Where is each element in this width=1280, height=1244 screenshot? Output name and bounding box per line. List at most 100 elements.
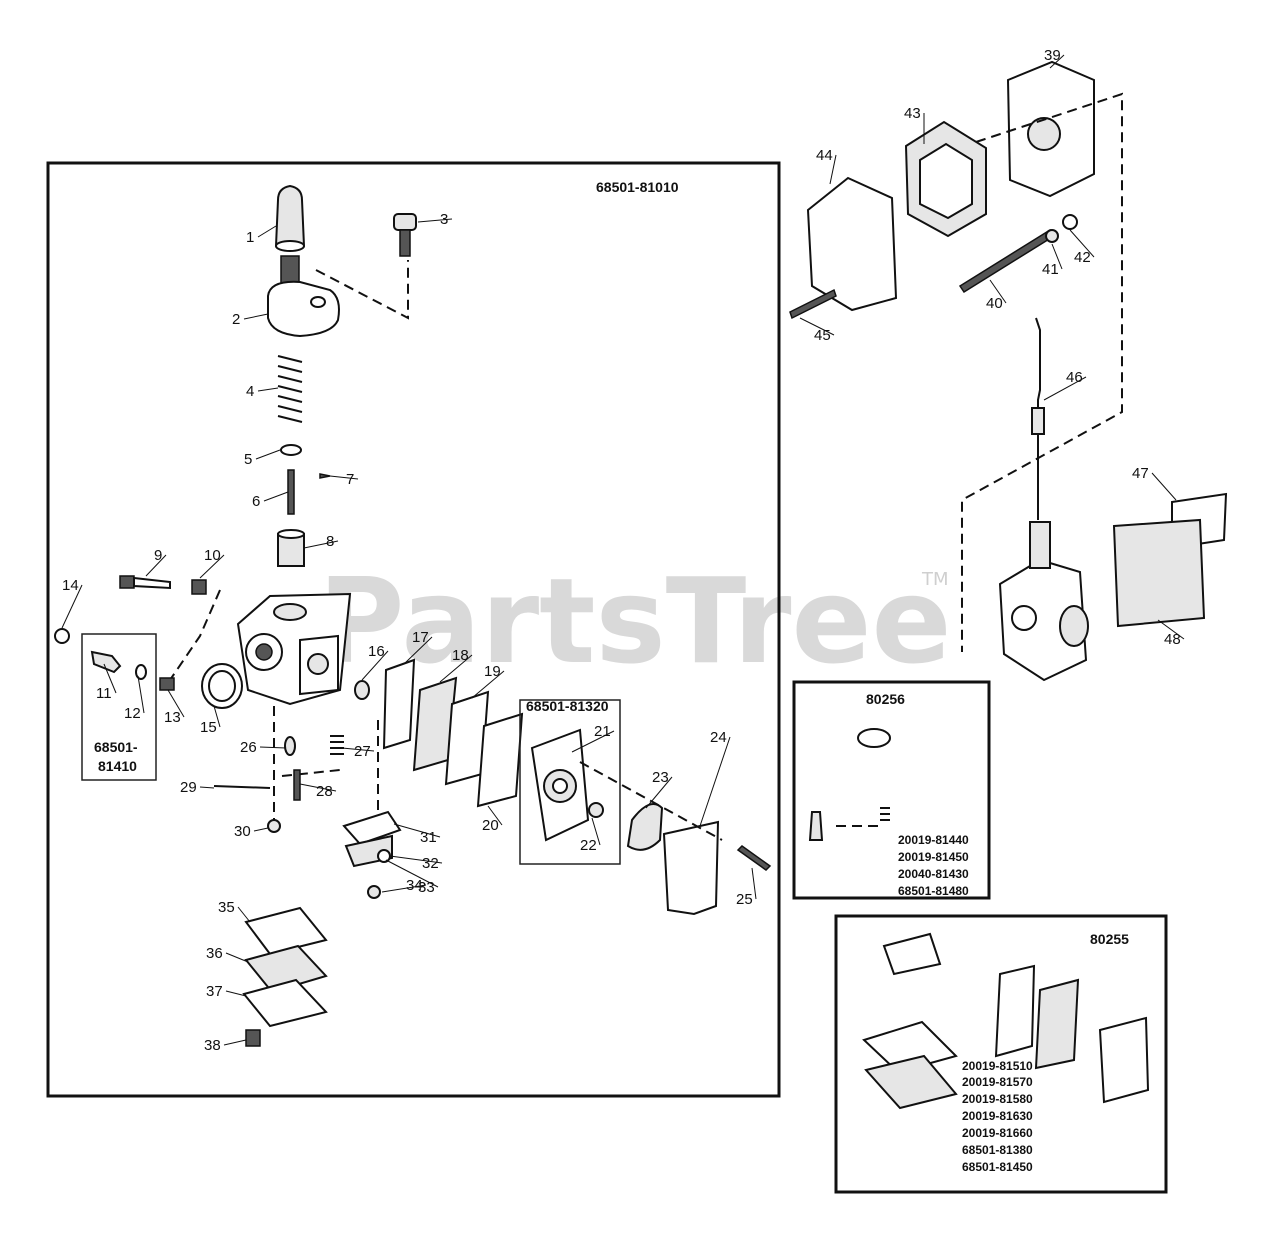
part-2-top-body	[267, 255, 340, 338]
callout-24: 24	[710, 729, 727, 746]
part-14-ring	[54, 628, 70, 644]
callout-2: 2	[232, 311, 240, 328]
callout-6: 6	[252, 493, 260, 510]
callout-leader-32	[389, 855, 443, 864]
callout-leader-38	[223, 1039, 247, 1046]
part-48-insulator	[1112, 518, 1206, 628]
part-39-backplate	[1006, 60, 1095, 198]
kit-80255-part-1: 20019-81510	[962, 1059, 1033, 1073]
part-9-screw	[119, 575, 171, 590]
callout-leader-42	[1069, 229, 1095, 258]
part-4-spring	[277, 355, 303, 423]
part-24-cover-plate	[662, 820, 720, 916]
part-16-seal	[354, 680, 370, 700]
kit-80255-parts-illustration	[862, 932, 1150, 1110]
part-29-pin	[213, 785, 271, 789]
part-6-pin	[287, 469, 295, 515]
callout-10: 10	[204, 547, 221, 564]
part-45-screw	[789, 288, 837, 320]
part-40-bolt	[958, 228, 1056, 294]
guide-line-2-3	[315, 260, 409, 320]
callout-22: 22	[580, 837, 597, 854]
part-8-sleeve	[277, 529, 305, 567]
callout-leader-16	[361, 650, 389, 681]
callout-32: 32	[422, 855, 439, 872]
callout-leader-29	[199, 786, 215, 789]
callout-leader-39	[1049, 54, 1065, 69]
callout-leader-8	[303, 540, 339, 549]
needle-kit-line1: 68501-	[94, 739, 138, 755]
callout-leader-21	[571, 730, 615, 753]
callout-leader-41	[1051, 243, 1063, 270]
callout-25: 25	[736, 891, 753, 908]
callout-29: 29	[180, 779, 197, 796]
callout-leader-48	[1157, 619, 1185, 640]
callout-26: 26	[240, 739, 257, 756]
guide-line-21-24	[579, 761, 723, 841]
kit-80256-title: 80256	[866, 691, 905, 707]
callout-leader-40	[989, 279, 1007, 304]
callout-8: 8	[326, 533, 334, 550]
callout-21: 21	[594, 723, 611, 740]
part-42-nut	[1062, 214, 1078, 230]
carburetor-assembly	[998, 521, 1089, 682]
part-31-plate	[342, 810, 402, 846]
callout-47: 47	[1132, 465, 1149, 482]
callout-leader-10	[199, 554, 225, 579]
callout-3: 3	[440, 211, 448, 228]
kit-80255-part-7: 68501-81450	[962, 1160, 1033, 1174]
callout-leader-23	[645, 776, 673, 809]
callout-30: 30	[234, 823, 251, 840]
part-34-screw	[367, 885, 381, 899]
callout-leader-37	[225, 990, 247, 997]
callout-leader-3	[417, 218, 453, 223]
callout-leader-14	[61, 584, 83, 629]
part-21-pump-cover	[530, 728, 590, 842]
part-28-lever	[293, 769, 301, 801]
needle-kit-frame	[81, 633, 157, 781]
callout-46: 46	[1066, 369, 1083, 386]
callout-leader-12	[137, 675, 145, 714]
part-15-gasket	[201, 663, 243, 709]
part-30-screw	[267, 819, 281, 833]
part-17-plate	[382, 658, 416, 750]
callout-20: 20	[482, 817, 499, 834]
callout-leader-27	[341, 747, 375, 752]
part-27-spring	[330, 735, 344, 755]
part-3-screw	[393, 213, 417, 257]
callout-leader-28	[299, 783, 337, 792]
callout-1: 1	[246, 229, 254, 246]
part-10-plug	[191, 579, 207, 595]
callout-leader-24	[699, 736, 731, 827]
part-20-diaphragm	[476, 712, 524, 808]
callout-42: 42	[1074, 249, 1091, 266]
callout-leader-4	[257, 387, 279, 392]
callout-16: 16	[368, 643, 385, 660]
kit-80256-part-2: 20019-81450	[898, 850, 969, 864]
part-36-diaphragm	[244, 944, 328, 994]
callout-leader-13	[167, 689, 185, 718]
kit-80256-parts-illustration	[808, 728, 891, 841]
kit-80256-frame	[792, 680, 991, 900]
callout-4: 4	[246, 383, 254, 400]
part-11-needle	[90, 650, 122, 674]
callout-37: 37	[206, 983, 223, 1000]
part-35-gasket	[244, 906, 328, 956]
callout-14: 14	[62, 577, 79, 594]
callout-leader-33	[385, 859, 439, 888]
callout-leader-11	[103, 663, 117, 694]
callout-7: 7	[346, 471, 354, 488]
callout-leader-2	[243, 313, 269, 320]
callout-41: 41	[1042, 261, 1059, 278]
kit-80256-part-3: 20040-81430	[898, 867, 969, 881]
part-1-cap	[274, 184, 306, 252]
part-23-filter	[626, 803, 664, 851]
callout-27: 27	[354, 743, 371, 760]
callout-leader-34	[381, 884, 427, 893]
callout-31: 31	[420, 829, 437, 846]
part-43-filter-element	[904, 120, 987, 238]
callout-leader-44	[829, 154, 837, 185]
part-46-rod	[1031, 317, 1045, 520]
